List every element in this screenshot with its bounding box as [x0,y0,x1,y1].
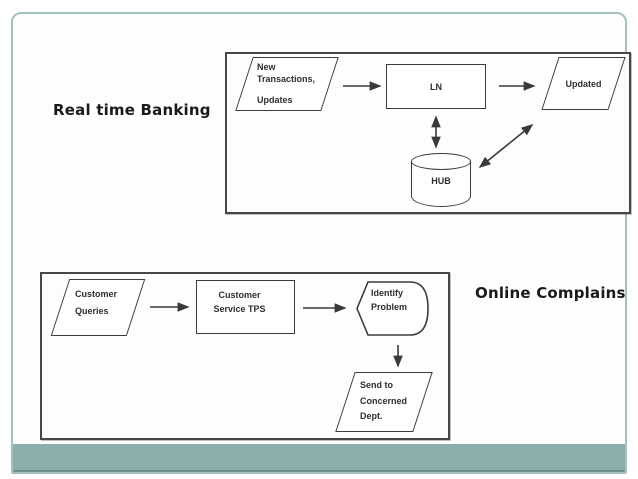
node-text-line: HUB [431,176,451,186]
ln-process-node: LN [386,64,486,109]
customer-service-tps-node: Customer Service TPS [196,280,295,334]
realtime-banking-label: Real time Banking [53,101,211,119]
customer-queries-node: Customer Queries [50,279,146,336]
send-to-concerned-dept-node: Send to Concerned Dept. [335,372,433,432]
node-text-line: Updates [257,95,293,105]
node-text-line: Queries [75,306,109,316]
display-shape-outline [356,281,429,336]
slide-frame: Real time Banking Online Complains New [11,12,631,474]
hub-datastore-node: HUB [411,153,471,207]
node-text-line: Service TPS [213,304,266,314]
cylinder-top [411,153,471,170]
node-text-line: Updated [565,78,602,89]
new-transactions-updates-node: New Transactions, Updates [235,57,339,111]
node-text-line: Concerned [360,395,408,406]
online-complains-diagram: Customer Queries Customer Service TPS Id… [40,272,450,440]
online-complains-label: Online Complains [475,284,626,302]
node-text-line: Send to [360,380,393,390]
node-text-line: Problem [371,302,408,312]
node-text-line: Customer [75,289,118,299]
node-text-line: Dept. [360,411,383,421]
node-text-line: Customer [218,290,261,300]
realtime-banking-diagram: New Transactions, Updates LN Updated HUB [225,52,631,214]
updated-node: Updated [541,57,626,110]
node-text-line: LN [430,81,442,92]
arrow-hub-updated-bidirectional [478,123,534,169]
node-text-line: Transactions, [257,74,316,84]
slide-footer-bar [13,444,625,472]
identify-problem-node: Identify Problem [355,280,430,337]
node-text-line: New [257,62,276,72]
node-text-line: Identify [371,288,404,298]
